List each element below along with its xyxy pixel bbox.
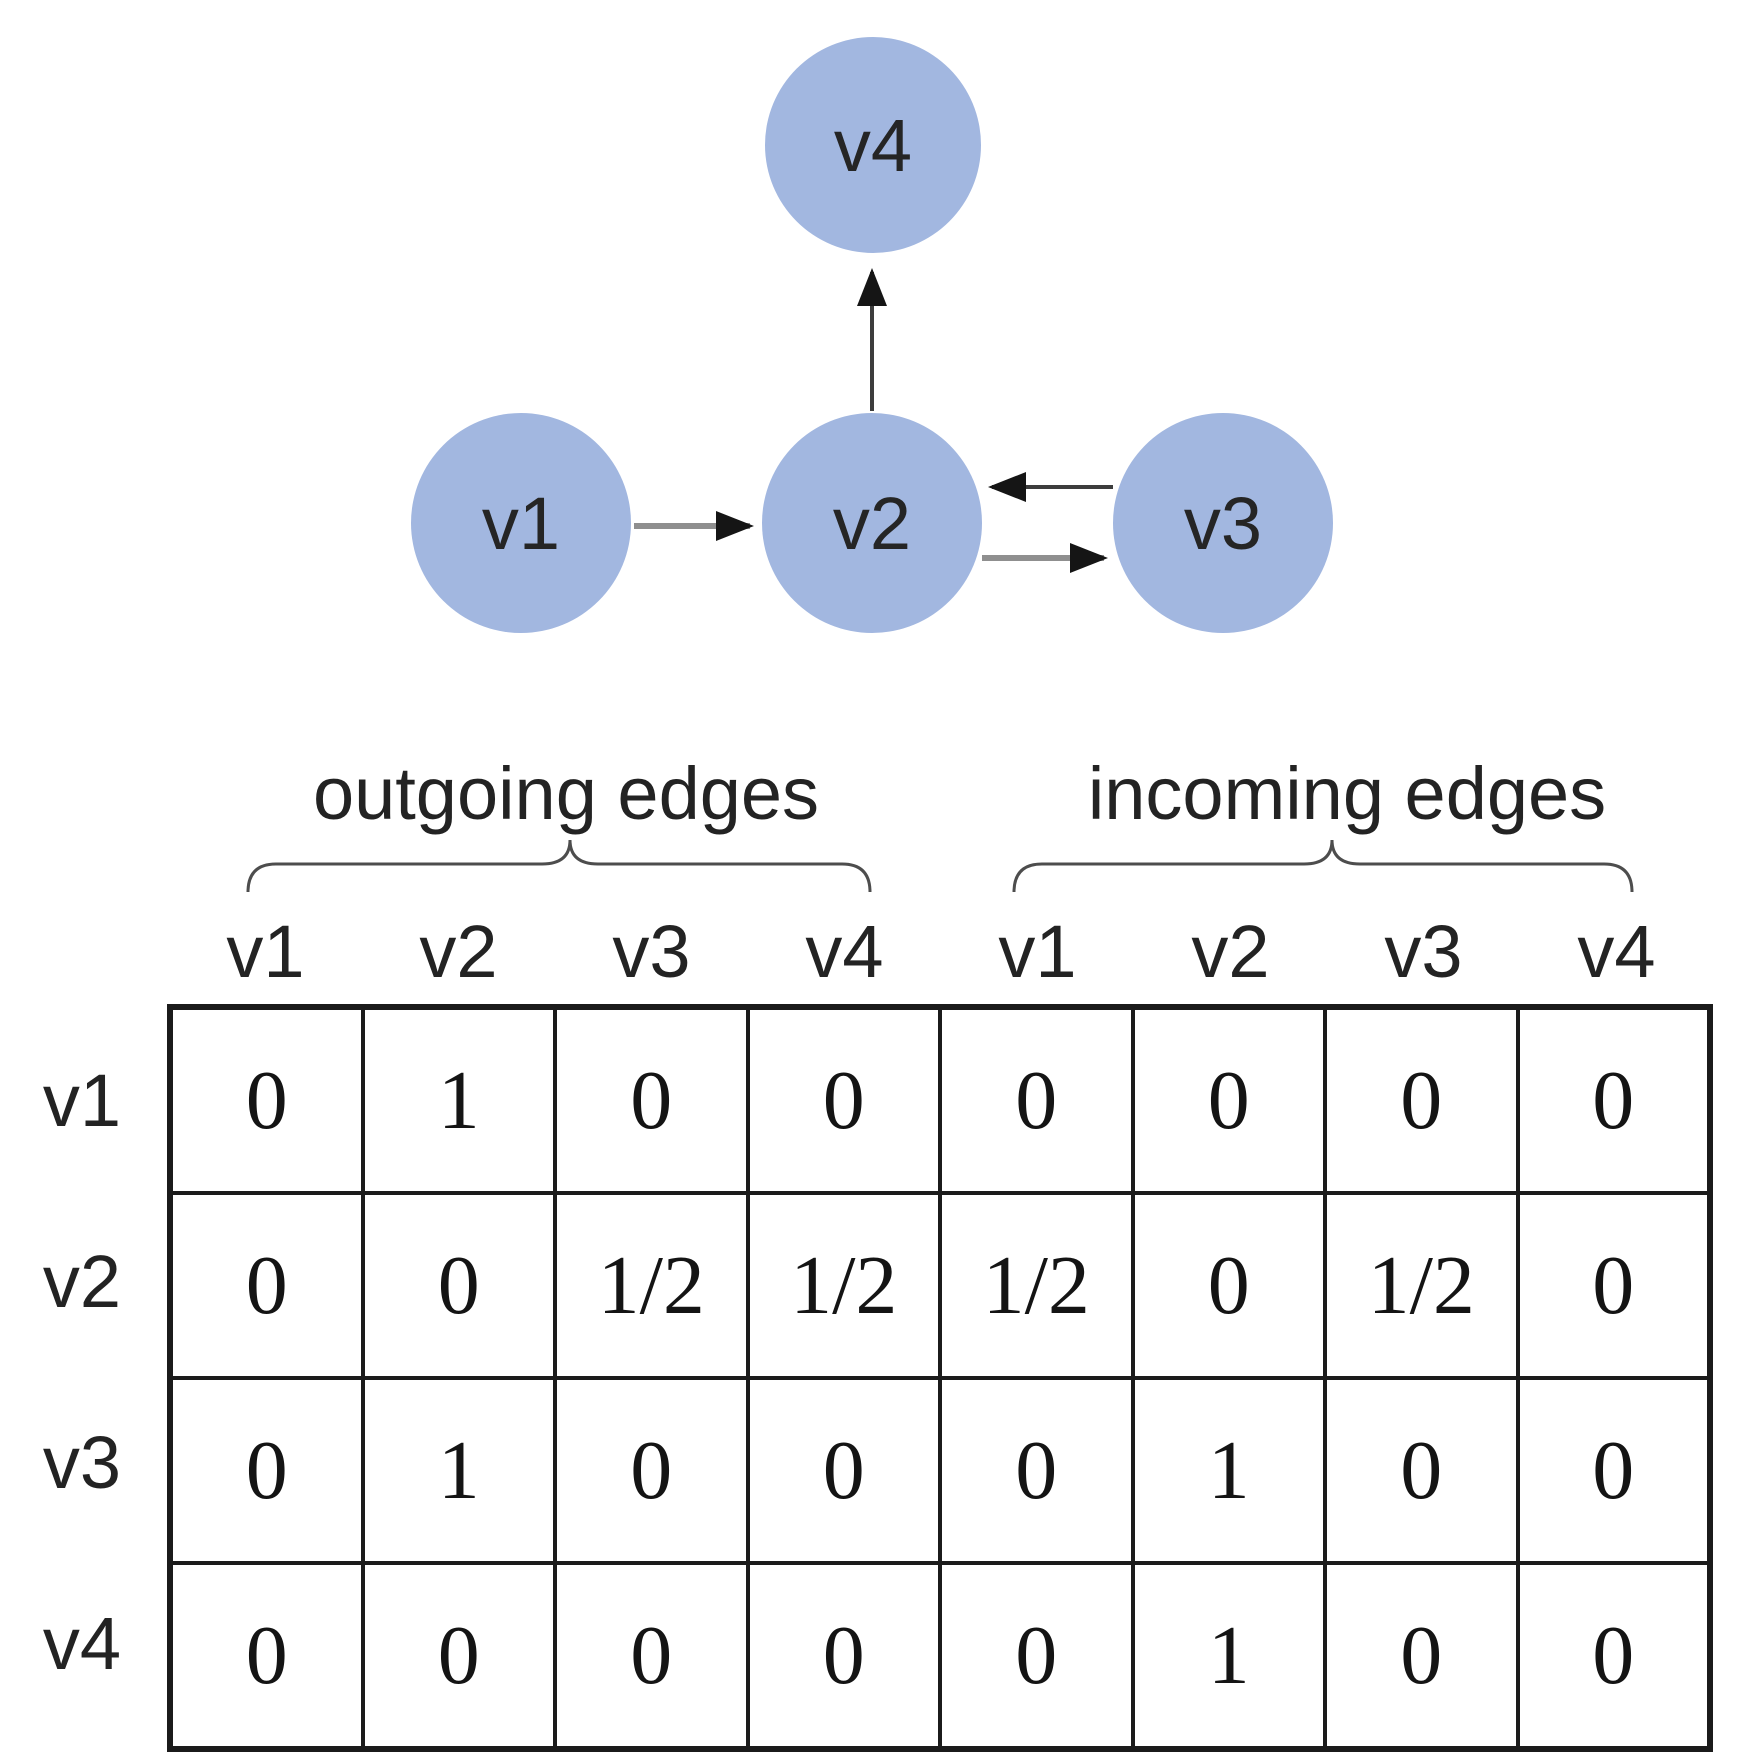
matrix-cell: 0 (1515, 1191, 1712, 1380)
matrix-cell: 0 (553, 1561, 750, 1751)
node-v3-label: v3 (1184, 482, 1262, 565)
matrix-cell: 0 (1515, 1005, 1712, 1195)
matrix-cell: 0 (938, 1561, 1135, 1751)
matrix-cell: 0 (553, 1005, 750, 1195)
node-v1-label: v1 (482, 482, 560, 565)
matrix-cell: 0 (1323, 1561, 1520, 1751)
incoming-brace (1012, 839, 1634, 893)
matrix-cell: 1/2 (938, 1191, 1135, 1380)
col-header-outgoing-v4: v4 (805, 910, 884, 993)
incoming-edges-label: incoming edges (1087, 752, 1607, 835)
matrix-cell: 1 (1130, 1561, 1327, 1751)
matrix-cell: 0 (1323, 1376, 1520, 1565)
row-header-v2: v2 (42, 1240, 122, 1323)
node-v3 (1113, 413, 1333, 633)
node-v4 (765, 37, 981, 253)
table-row-v3: 0 1 0 0 0 1 0 0 (168, 1376, 1712, 1565)
matrix-cell: 1/2 (1323, 1191, 1520, 1380)
col-header-outgoing-v2: v2 (419, 910, 498, 993)
matrix-cell: 1 (1130, 1376, 1327, 1565)
matrix-cell: 1 (360, 1005, 557, 1195)
matrix-cell: 0 (1130, 1191, 1327, 1380)
matrix-cell: 0 (553, 1376, 750, 1565)
matrix-cell: 1 (360, 1376, 557, 1565)
node-v2-label: v2 (833, 482, 911, 565)
outgoing-edges-label: outgoing edges (312, 752, 820, 835)
matrix-cell: 0 (745, 1376, 942, 1565)
matrix-cell: 0 (1323, 1005, 1520, 1195)
col-header-incoming-v2: v2 (1191, 910, 1270, 993)
matrix-cell: 0 (938, 1376, 1135, 1565)
matrix-cell: 0 (360, 1561, 557, 1751)
matrix-column-headers: v1 v2 v3 v4 v1 v2 v3 v4 (169, 908, 1713, 996)
matrix-cell: 0 (168, 1376, 365, 1565)
adjacency-matrix-table: 0 1 0 0 0 0 0 0 0 0 1/2 1/2 1/2 0 1/2 0 … (167, 1004, 1713, 1752)
col-header-outgoing-v1: v1 (226, 910, 305, 993)
row-header-v4: v4 (42, 1602, 122, 1685)
matrix-cell: 0 (168, 1005, 365, 1195)
matrix-cell: 0 (745, 1561, 942, 1751)
col-header-incoming-v1: v1 (998, 910, 1077, 993)
brace-group (246, 839, 1634, 893)
row-header-v1: v1 (42, 1059, 122, 1142)
matrix-cell: 0 (745, 1005, 942, 1195)
matrix-cell: 0 (168, 1561, 365, 1751)
matrix-cell: 1/2 (745, 1191, 942, 1380)
node-v1 (411, 413, 631, 633)
row-header-v3: v3 (42, 1421, 122, 1504)
matrix-cell: 0 (938, 1005, 1135, 1195)
graph-diagram: v1 v2 v3 v4 (411, 37, 1333, 633)
matrix-cell: 0 (1515, 1561, 1712, 1751)
col-header-incoming-v3: v3 (1384, 910, 1463, 993)
node-v2 (762, 413, 982, 633)
matrix-cell: 0 (360, 1191, 557, 1380)
table-row-v4: 0 0 0 0 0 1 0 0 (168, 1561, 1712, 1751)
node-v4-label: v4 (834, 104, 912, 187)
col-header-outgoing-v3: v3 (612, 910, 691, 993)
table-row-v1: 0 1 0 0 0 0 0 0 (168, 1005, 1712, 1195)
matrix-cell: 1/2 (553, 1191, 750, 1380)
col-header-incoming-v4: v4 (1577, 910, 1656, 993)
matrix-cell: 0 (168, 1191, 365, 1380)
matrix-cell: 0 (1130, 1005, 1327, 1195)
matrix-cell: 0 (1515, 1376, 1712, 1565)
table-row-v2: 0 0 1/2 1/2 1/2 0 1/2 0 (168, 1191, 1712, 1380)
outgoing-brace (246, 839, 872, 893)
